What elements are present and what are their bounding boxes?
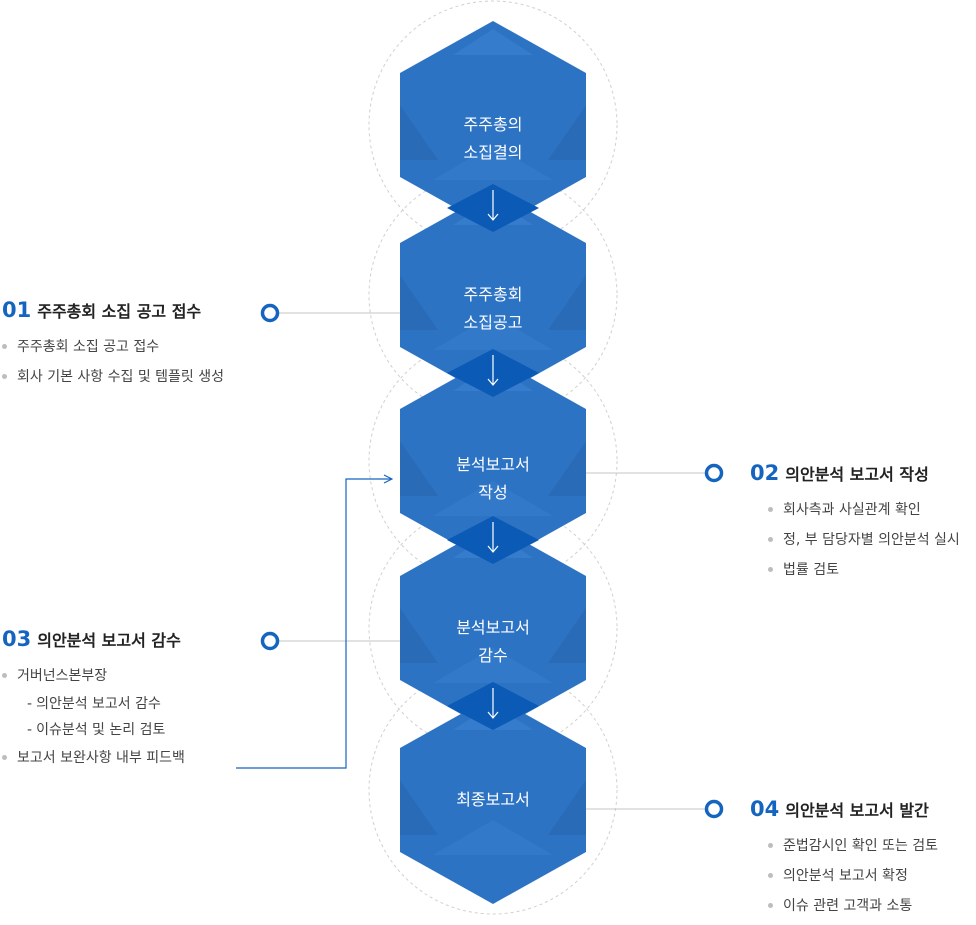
hexagon-texture (433, 315, 553, 350)
hexagon-texture (433, 820, 553, 855)
hexagon-texture (400, 275, 438, 330)
hexagon-texture (548, 105, 586, 160)
hexagon-texture (548, 780, 586, 835)
hexagon-shape (400, 191, 586, 399)
step-03-number: 03 (2, 627, 32, 651)
down-arrow-icon (487, 711, 499, 719)
hexagon-1 (400, 21, 586, 229)
sub-list-item: -의안분석 보고서 감수 (27, 691, 185, 717)
list-item: 보고서 보완사항 내부 피드백 (2, 743, 185, 773)
hexagon-5 (400, 696, 586, 904)
step-02-marker-icon (704, 463, 724, 483)
step-01-list: 주주총회 소집 공고 접수 회사 기본 사항 수집 및 템플릿 생성 (2, 332, 224, 392)
step-03-list: 거버넌스본부장 -의안분석 보고서 감수 -이슈분석 및 논리 검토 보고서 보… (2, 661, 185, 773)
hexagon-texture (433, 481, 553, 516)
step-03-title-text: 의안분석 보고서 감수 (37, 631, 181, 650)
step-03-title: 03 의안분석 보고서 감수 (2, 627, 185, 651)
step-01-number: 01 (2, 298, 32, 322)
step-01: 01 주주총회 소집 공고 접수 주주총회 소집 공고 접수 회사 기본 사항 수… (2, 298, 224, 392)
list-item: 의안분석 보고서 확정 (768, 861, 938, 891)
step-04-number: 04 (750, 797, 780, 821)
list-item-text: 거버넌스본부장 (17, 668, 108, 684)
hexagon-texture (400, 780, 438, 835)
step-04-marker-icon (704, 799, 724, 819)
list-item: 준법감시인 확인 또는 검토 (768, 831, 938, 861)
step-03-sublist: -의안분석 보고서 감수 -이슈분석 및 논리 검토 (17, 691, 185, 743)
hexagon-shape (400, 21, 586, 229)
step-04-title-text: 의안분석 보고서 발간 (785, 801, 929, 820)
hexagon-texture (548, 608, 586, 663)
step-04-title: 04 의안분석 보고서 발간 (750, 797, 938, 821)
step-02-list: 회사측과 사실관계 확인 정, 부 담당자별 의안분석 실시 법률 검토 (768, 495, 960, 585)
down-arrow-icon (487, 545, 499, 553)
step-04-list: 준법감시인 확인 또는 검토 의안분석 보고서 확정 이슈 관련 고객과 소통 (768, 831, 938, 921)
sub-list-item-text: 이슈분석 및 논리 검토 (36, 722, 166, 738)
list-item: 주주총회 소집 공고 접수 (2, 332, 224, 362)
sub-dash: - (27, 696, 33, 712)
list-item: 이슈 관련 고객과 소통 (768, 891, 938, 921)
hexagon-texture (548, 441, 586, 496)
sub-dash: - (27, 722, 33, 738)
list-item: 회사 기본 사항 수집 및 템플릿 생성 (2, 362, 224, 392)
hexagon-texture (400, 105, 438, 160)
hexagon-texture (400, 608, 438, 663)
connector-lines (236, 303, 724, 819)
hexagon-shape (400, 524, 586, 732)
hexagon-texture (453, 29, 533, 55)
list-item: 회사측과 사실관계 확인 (768, 495, 960, 525)
list-item: 정, 부 담당자별 의안분석 실시 (768, 525, 960, 555)
step-02-title: 02 의안분석 보고서 작성 (750, 461, 960, 485)
hex-label-2: 주주총회 소집공고 (463, 285, 523, 332)
hex-label-1: 주주총의 소집결의 (463, 115, 523, 162)
sub-list-item: -이슈분석 및 논리 검토 (27, 717, 185, 743)
list-item: 법률 검토 (768, 555, 960, 585)
hexagon-shape (400, 696, 586, 904)
step-02-title-text: 의안분석 보고서 작성 (785, 465, 929, 484)
hexagon-shape (400, 357, 586, 565)
hex-label-5: 최종보고서 (456, 790, 530, 809)
step-01-marker-icon (260, 303, 280, 323)
step-01-title: 01 주주총회 소집 공고 접수 (2, 298, 224, 322)
sub-list-item-text: 의안분석 보고서 감수 (36, 696, 161, 712)
hexagon-texture (433, 145, 553, 180)
step-02-number: 02 (750, 461, 780, 485)
step-01-title-text: 주주총회 소집 공고 접수 (37, 302, 202, 321)
step-04: 04 의안분석 보고서 발간 준법감시인 확인 또는 검토 의안분석 보고서 확정… (750, 797, 938, 921)
feedback-arrow-icon (236, 479, 392, 769)
step-03-marker-icon (260, 631, 280, 651)
hexagon-texture (433, 648, 553, 683)
down-arrow-icon (487, 213, 499, 221)
step-02: 02 의안분석 보고서 작성 회사측과 사실관계 확인 정, 부 담당자별 의안분… (750, 461, 960, 585)
hex-label-3: 분석보고서 작성 (456, 455, 530, 502)
list-item: 거버넌스본부장 -의안분석 보고서 감수 -이슈분석 및 논리 검토 (2, 661, 185, 743)
hexagon-column (400, 21, 586, 904)
down-arrow-icon (487, 378, 499, 386)
hex-label-4: 분석보고서 감수 (456, 618, 530, 665)
hexagon-texture (400, 441, 438, 496)
hexagon-texture (548, 275, 586, 330)
